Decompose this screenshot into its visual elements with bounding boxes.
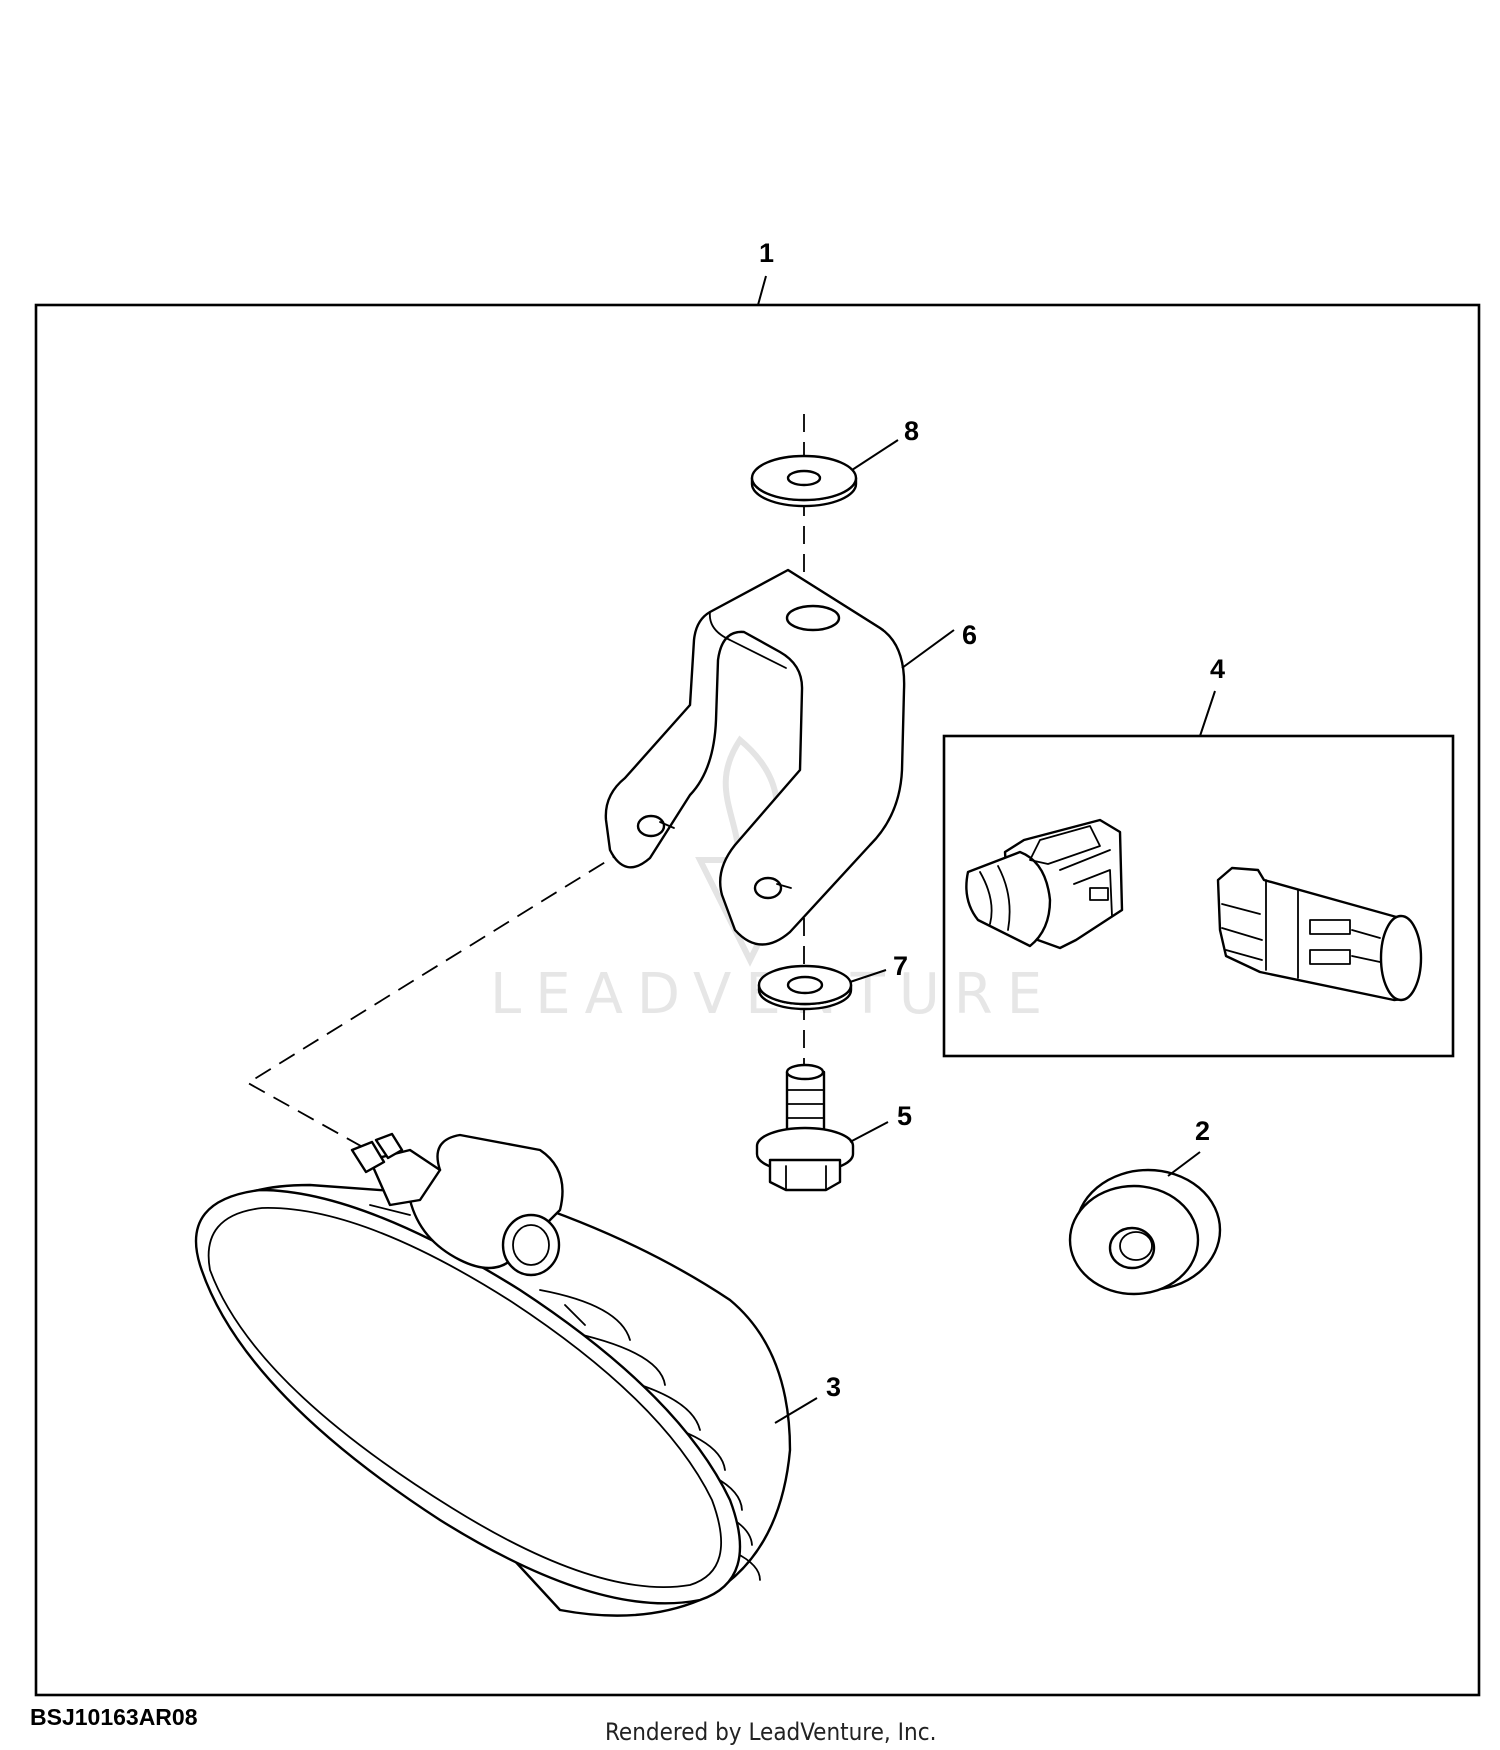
connector-kit-frame	[942, 734, 1455, 1058]
led-work-lamp	[194, 1132, 792, 1617]
callout-6: 6	[962, 620, 977, 650]
terminal-plug	[1216, 866, 1423, 1002]
washer-upper	[750, 454, 858, 508]
leader-7	[849, 969, 887, 983]
callout-5: 5	[897, 1101, 912, 1131]
callout-3: 3	[826, 1372, 841, 1402]
callout-1: 1	[759, 238, 774, 268]
callout-7: 7	[893, 951, 908, 981]
leader-3	[774, 1397, 818, 1424]
leader-4	[1199, 690, 1216, 737]
mounting-bracket	[604, 568, 906, 946]
grommet	[1068, 1168, 1222, 1296]
flange-bolt	[755, 1063, 855, 1192]
leader-6	[901, 629, 955, 669]
leader-2	[1167, 1151, 1201, 1177]
callout-2: 2	[1195, 1116, 1210, 1146]
render-credit: Rendered by LeadVenture, Inc.	[605, 1718, 936, 1746]
figure-id: BSJ10163AR08	[30, 1704, 198, 1730]
assembly-frame	[34, 303, 1481, 1697]
callout-4: 4	[1210, 654, 1225, 684]
washer-lower	[757, 964, 853, 1011]
alignment-lines	[246, 414, 805, 1151]
leader-5	[849, 1121, 889, 1143]
leader-8	[851, 439, 899, 471]
leader-1	[757, 275, 767, 306]
connector-housing	[965, 818, 1124, 950]
callout-8: 8	[904, 416, 919, 446]
